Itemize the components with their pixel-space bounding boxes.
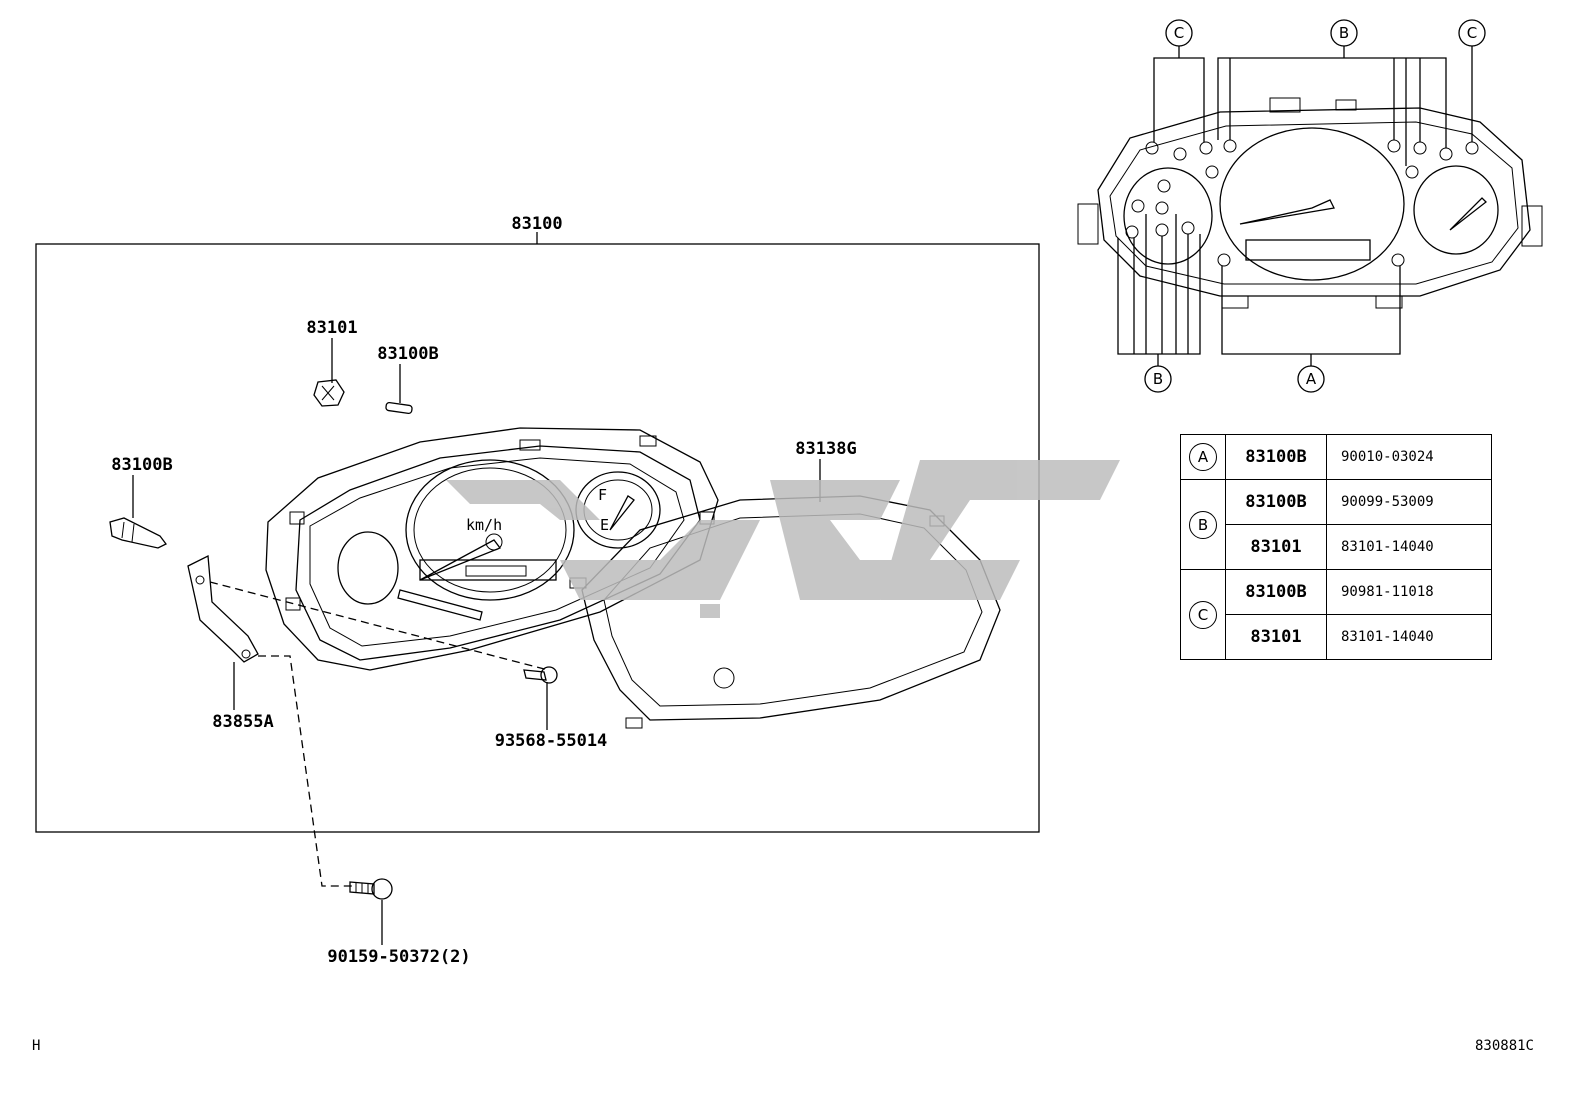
watermark-logo [446, 460, 1120, 618]
callout-90159-50372[interactable]: 90159-50372(2) [327, 947, 470, 967]
bolt-90159-50372[interactable] [349, 878, 393, 900]
callout-93568-55014[interactable]: 93568-55014 [495, 731, 608, 751]
legend-part[interactable]: 83101 [1225, 614, 1327, 660]
inset-marker-c-right: C [1467, 24, 1477, 42]
callout-83138g[interactable]: 83138G [795, 439, 856, 459]
bracket-83855a[interactable] [187, 554, 259, 663]
inset-marker-b-bottom: B [1153, 370, 1163, 388]
legend-part[interactable]: 83100B [1225, 434, 1327, 480]
bulb-83100b-left[interactable] [109, 517, 167, 549]
legend-part[interactable]: 83100B [1225, 569, 1327, 615]
table-row: A 83100B 90010-03024 [1180, 434, 1492, 480]
legend-number[interactable]: 90099-53009 [1326, 479, 1492, 525]
callout-83855a[interactable]: 83855A [212, 712, 273, 732]
assembly-label[interactable]: 83100 [511, 214, 562, 234]
footer-left-code: H [32, 1038, 41, 1054]
fuel-empty-mark: E [600, 516, 609, 534]
table-row: B 83100B 90099-53009 [1180, 479, 1492, 570]
screw-93568-55014[interactable] [523, 666, 558, 684]
legend-number[interactable]: 90981-11018 [1326, 569, 1492, 615]
legend-table: A 83100B 90010-03024 B 83100B 90099-5300… [1180, 434, 1492, 660]
callout-83101[interactable]: 83101 [306, 318, 357, 338]
key-marker-c: C [1189, 600, 1217, 629]
callout-83100b-left[interactable]: 83100B [111, 455, 172, 475]
callout-83100b-top[interactable]: 83100B [377, 344, 438, 364]
table-row: C 83100B 90981-11018 [1180, 569, 1492, 660]
legend-part[interactable]: 83100B [1225, 479, 1327, 525]
key-marker-a: A [1189, 443, 1217, 471]
table-row: 83101 83101-14040 [1181, 524, 1492, 570]
legend-number[interactable]: 83101-14040 [1326, 614, 1492, 660]
footer-figure-id: 830881C [1474, 1038, 1534, 1054]
table-row: 83101 83101-14040 [1181, 614, 1492, 660]
meter-housing[interactable]: km/h F E [265, 427, 719, 671]
speed-unit: km/h [466, 516, 502, 534]
key-marker-b: B [1189, 510, 1217, 539]
bulb-83100b-top[interactable] [385, 401, 413, 415]
legend-number[interactable]: 83101-14040 [1326, 524, 1492, 570]
legend-number[interactable]: 90010-03024 [1326, 434, 1492, 480]
fuel-full-mark: F [598, 486, 607, 504]
inset-marker-b-top: B [1339, 24, 1349, 42]
inset-marker-c-left: C [1174, 24, 1184, 42]
legend-part[interactable]: 83101 [1225, 524, 1327, 570]
inset-meter-view: C B C B A [1077, 19, 1543, 393]
bulb-socket-83101[interactable] [313, 379, 345, 407]
inset-marker-a-bottom: A [1306, 370, 1317, 388]
